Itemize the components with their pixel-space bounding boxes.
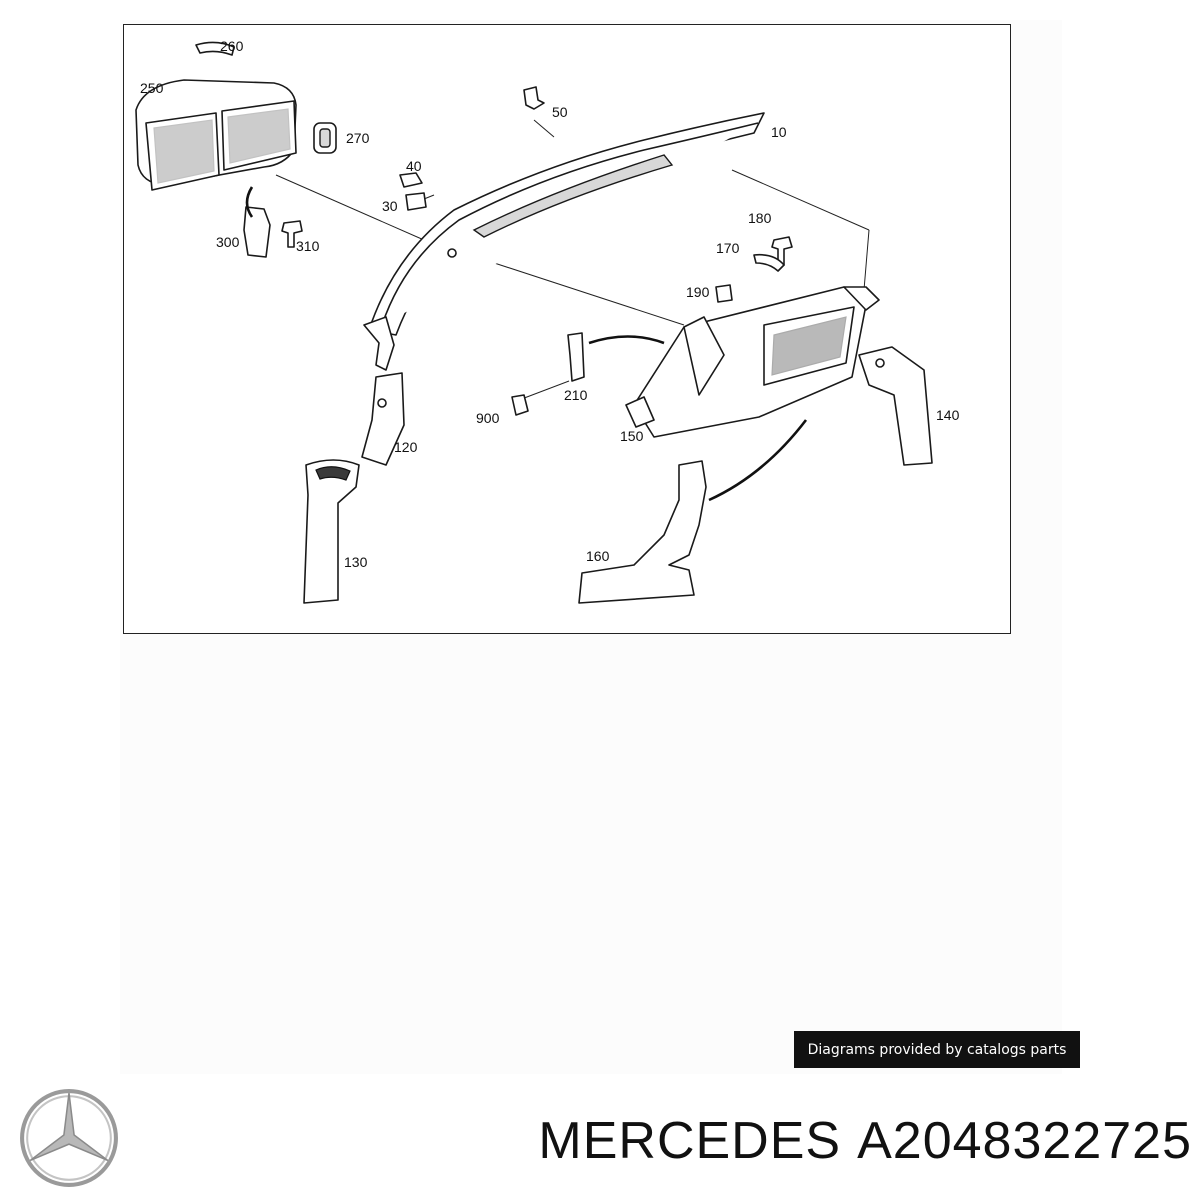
callout-140: 140 — [936, 407, 960, 423]
callout-310: 310 — [296, 238, 320, 254]
credit-badge: Diagrams provided by catalogs parts — [794, 1031, 1080, 1068]
callout-150: 150 — [620, 428, 644, 444]
callout-120: 120 — [394, 439, 418, 455]
callout-900: 900 — [476, 410, 500, 426]
part-number: A2048322725 — [857, 1112, 1192, 1170]
brand-name: MERCEDES — [538, 1112, 842, 1170]
callout-170: 170 — [716, 240, 740, 256]
part-160-floor-duct — [578, 460, 707, 604]
callout-250: 250 — [140, 80, 164, 96]
callout-300: 300 — [216, 234, 240, 250]
callout-210: 210 — [564, 387, 588, 403]
parts-diagram: 260 250 270 50 10 40 30 300 310 180 170 … — [123, 24, 1011, 634]
part-120-duct — [361, 372, 405, 466]
part-10-cowl-panel — [363, 112, 765, 371]
callout-190: 190 — [686, 284, 710, 300]
callout-30: 30 — [382, 198, 398, 214]
part-40-30-clips — [399, 86, 545, 211]
callout-180: 180 — [748, 210, 772, 226]
callout-labels: 260 250 270 50 10 40 30 300 310 180 170 … — [140, 38, 960, 570]
footer-title: MERCEDES A2048322725 — [408, 1108, 1192, 1174]
callout-130: 130 — [344, 554, 368, 570]
callout-260: 260 — [220, 38, 244, 54]
credit-text: Diagrams provided by catalogs parts — [807, 1041, 1067, 1058]
mercedes-star-icon — [20, 1089, 118, 1187]
part-300-bracket — [243, 206, 303, 258]
callout-160: 160 — [586, 548, 610, 564]
part-250-airbox — [135, 41, 337, 191]
small-fasteners — [511, 236, 793, 416]
part-130-vent-duct — [303, 459, 360, 604]
callout-50: 50 — [552, 104, 568, 120]
callout-40: 40 — [406, 158, 422, 174]
callout-270: 270 — [346, 130, 370, 146]
part-140-side-duct — [858, 346, 933, 466]
assembly-arrows — [245, 186, 808, 502]
part-150-housing — [625, 286, 880, 438]
exploded-view-drawing: 260 250 270 50 10 40 30 300 310 180 170 … — [135, 38, 960, 604]
callout-10: 10 — [771, 124, 787, 140]
